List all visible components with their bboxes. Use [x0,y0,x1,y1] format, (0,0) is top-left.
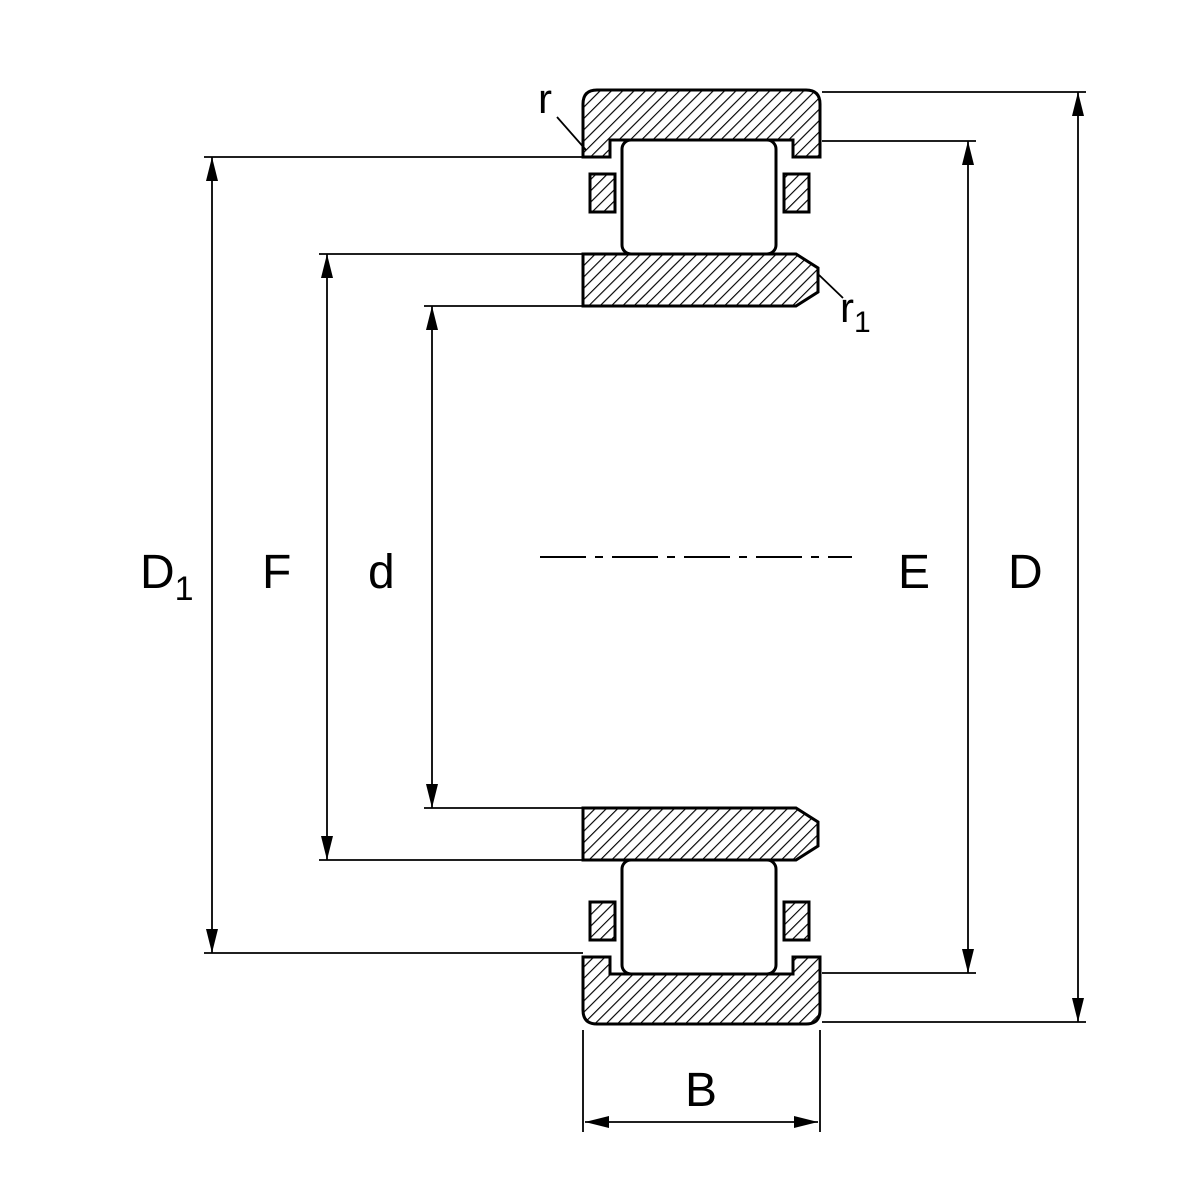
label-D: D [1008,546,1043,599]
annotation-r: r [538,75,587,151]
arrowhead [962,141,974,165]
label-E: E [898,546,930,599]
inner-ring-bottom-section [581,806,820,862]
label-r1: r1 [840,284,871,339]
dimension-d: d [368,305,583,809]
arrowhead [426,784,438,808]
arrowhead [206,929,218,953]
inner-ring-top-section [581,252,820,308]
cage-bar-top-left [588,172,617,214]
arrowhead [962,949,974,973]
roller-bottom [620,858,778,976]
label-d: d [368,546,395,599]
cage-bar-top-right [782,172,811,214]
arrowhead [794,1116,818,1128]
dimension-B: B [582,1030,821,1132]
outer-ring-bottom-section [581,955,822,1026]
label-F: F [262,546,291,599]
arrowhead [321,836,333,860]
arrowhead [1072,92,1084,116]
arrowhead [426,306,438,330]
label-D1: D1 [140,546,194,608]
arrowhead [585,1116,609,1128]
label-B: B [685,1064,717,1117]
annotation-r1: r1 [817,273,871,339]
dimension-D: D [822,91,1086,1023]
arrowhead [1072,998,1084,1022]
outer-ring-top-section [581,88,822,159]
label-r: r [538,75,552,122]
dimension-D1: D1 [140,156,583,954]
dimension-F: F [262,253,583,861]
cage-bar-bottom-right [782,900,811,942]
arrowhead [206,157,218,181]
dimension-E: E [822,140,976,974]
arrowhead [321,254,333,278]
cage-bar-bottom-left [588,900,617,942]
roller-top [620,138,778,256]
